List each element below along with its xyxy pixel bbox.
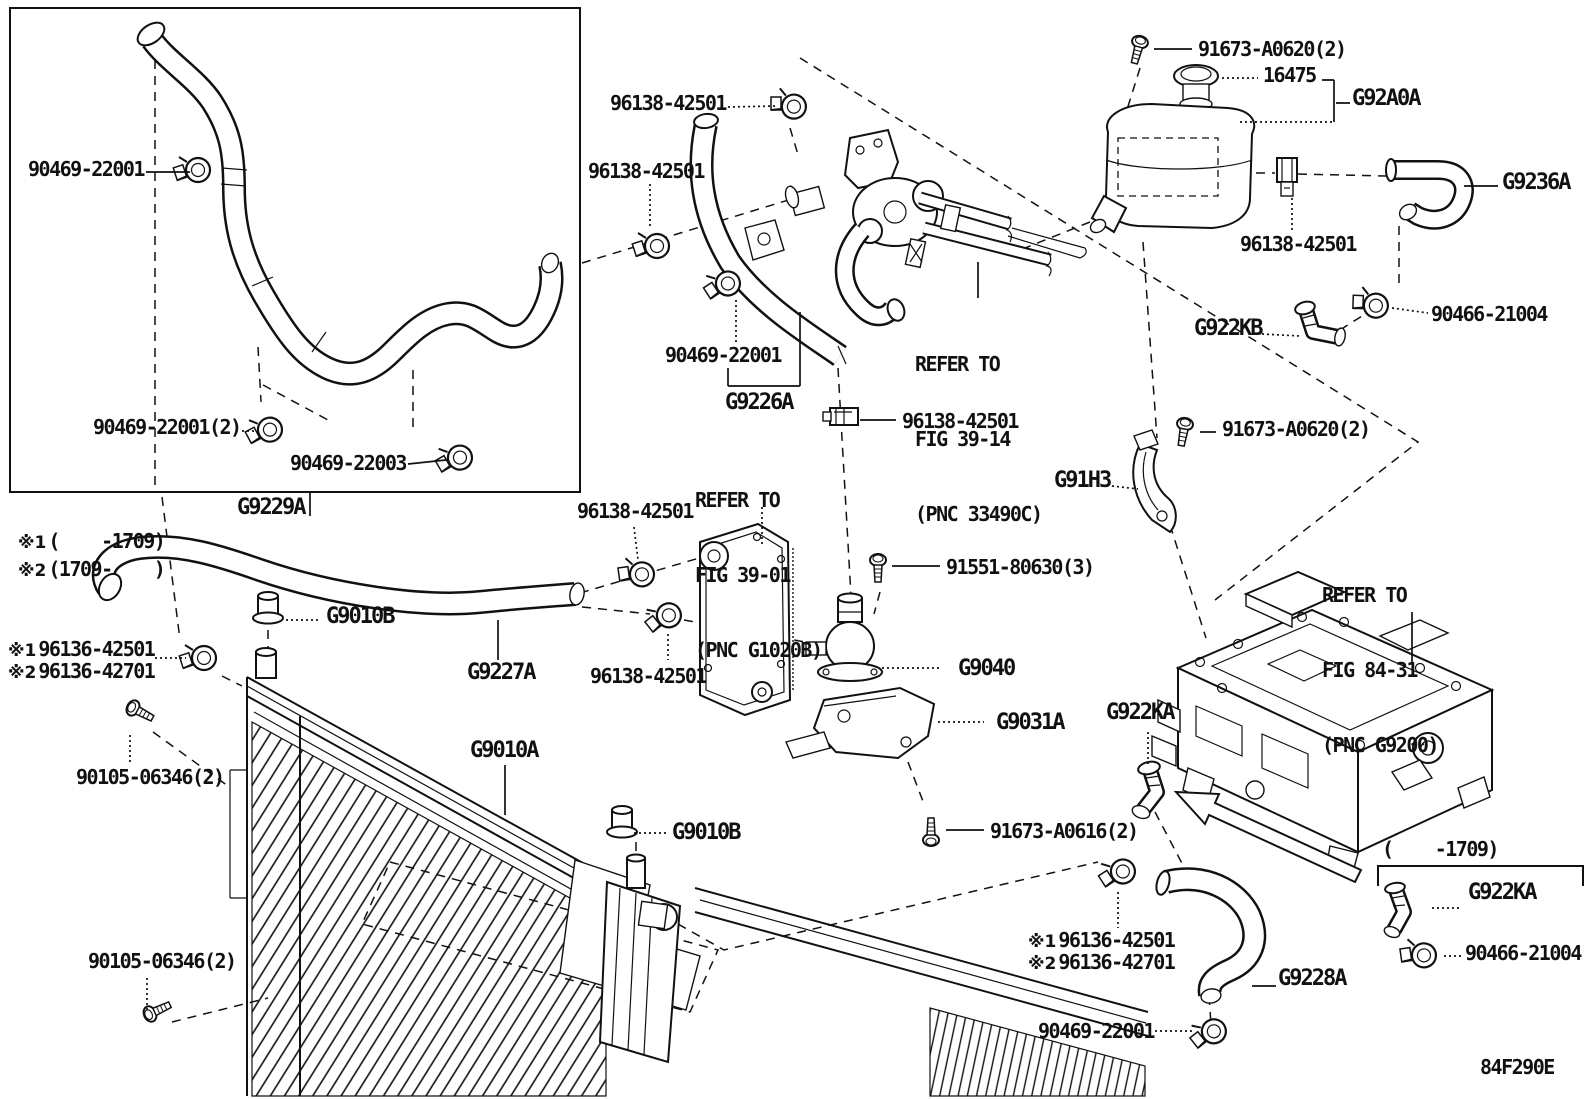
label-g91h3: G91H3 xyxy=(1054,468,1112,493)
label-g92a0a: G92A0A xyxy=(1352,86,1421,111)
label-96138-42501-left: 96138-42501 xyxy=(588,159,705,183)
label-g9236a: G9236A xyxy=(1502,170,1571,195)
label-g9031a: G9031A xyxy=(996,710,1065,735)
note-variant-2: ※2(1709- ) xyxy=(18,557,166,581)
diagram-code: 84F290E xyxy=(1480,1055,1555,1079)
label-g922ka-mid: G922KA xyxy=(1106,700,1175,725)
leader-lines xyxy=(129,48,1498,1032)
boxed-hose-assembly-drawing xyxy=(9,7,581,493)
label-90469-22003-box: 90469-22003 xyxy=(290,451,407,475)
label-96138-42501-plate-lower: 96138-42501 xyxy=(590,664,707,688)
note-variant-bottom: ( -1709) xyxy=(1382,837,1499,861)
ref-fig-84-31: REFER TO FIG 84-31 (PNC G9200) xyxy=(1322,583,1439,757)
ref-fig-39-14: REFER TO FIG 39-14 (PNC 33490C) xyxy=(915,352,1043,526)
hose-g9236a-drawing xyxy=(1385,158,1474,230)
hose-g9228a-drawing xyxy=(1155,867,1267,1053)
reference-mark: ※2 xyxy=(18,561,47,581)
label-16475: 16475 xyxy=(1263,63,1317,87)
direction-arrow xyxy=(1173,790,1363,884)
label-96138-42501-plate-upper: 96138-42501 xyxy=(577,499,694,523)
reference-mark: ※2 xyxy=(8,663,37,683)
reference-mark: ※1 xyxy=(8,641,37,661)
reference-mark: ※1 xyxy=(18,533,47,553)
label-g9010b-right: G9010B xyxy=(672,820,741,845)
label-g9229a: G9229A xyxy=(237,495,306,520)
bracket-g91h3-drawing xyxy=(1132,429,1177,534)
water-valve-assembly-drawing xyxy=(631,85,1087,327)
label-91551-80630: 91551-80630(3) xyxy=(946,555,1095,579)
note-variant-1: ※1( -1709) xyxy=(18,529,166,553)
mounting-plate-drawing xyxy=(614,522,794,717)
label-90105-06346-bottom: 90105-06346(2) xyxy=(88,949,237,973)
label-90469-22001-box: 90469-22001 xyxy=(28,157,145,181)
construction-lines xyxy=(152,44,1420,1025)
reference-mark: ※2 xyxy=(1028,954,1057,974)
reservoir-tank-drawing xyxy=(1089,64,1256,234)
label-96138-42501-tank: 96138-42501 xyxy=(1240,232,1357,256)
label-96138-42501-valve: 96138-42501 xyxy=(902,409,1019,433)
label-g9226a: G9226A xyxy=(725,390,794,415)
hose-g9226a-drawing xyxy=(689,112,847,366)
label-90105-06346-top: 90105-06346(2) xyxy=(76,765,225,789)
joint-g922ka-drawing xyxy=(1094,760,1165,891)
label-90469-22001-bottom: 90469-22001 xyxy=(1038,1019,1155,1043)
ref-fig-39-01: REFER TO FIG 39-01 (PNC G1020B) xyxy=(695,488,823,662)
joint-g922kb-drawing xyxy=(1294,283,1393,347)
label-96138-42501-top: 96138-42501 xyxy=(610,91,727,115)
label-g9227a: G9227A xyxy=(467,660,536,685)
label-g9040: G9040 xyxy=(958,656,1016,681)
label-g9010a: G9010A xyxy=(470,738,539,763)
radiator-drawing xyxy=(229,647,1149,1097)
bracket-g9031a-drawing xyxy=(785,686,936,760)
label-90469-22001-2-box: 90469-22001(2) xyxy=(93,415,242,439)
label-90466-21004-bottom: 90466-21004 xyxy=(1465,941,1582,965)
label-g9228a: G9228A xyxy=(1278,966,1347,991)
joint-g922ka-variant-drawing xyxy=(1377,865,1584,971)
label-g922kb: G922KB xyxy=(1194,316,1263,341)
clamp-96138-connector-drawing xyxy=(1276,157,1298,197)
label-91673-a0616: 91673-A0616(2) xyxy=(990,819,1139,843)
hose-g9227a-drawing xyxy=(91,534,585,616)
label-90466-21004-top: 90466-21004 xyxy=(1431,302,1548,326)
label-90469-22001-g9226a: 90469-22001 xyxy=(665,343,782,367)
clamp-96138-clip-drawing xyxy=(822,407,859,426)
water-pump-g9040-drawing xyxy=(805,592,883,682)
label-g9010b-left: G9010B xyxy=(326,604,395,629)
label-91673-a0620-mid: 91673-A0620(2) xyxy=(1222,417,1371,441)
label-91673-a0620-top: 91673-A0620(2) xyxy=(1198,37,1347,61)
label-g922ka-bottom: G922KA xyxy=(1468,880,1537,905)
reference-mark: ※1 xyxy=(1028,932,1057,952)
